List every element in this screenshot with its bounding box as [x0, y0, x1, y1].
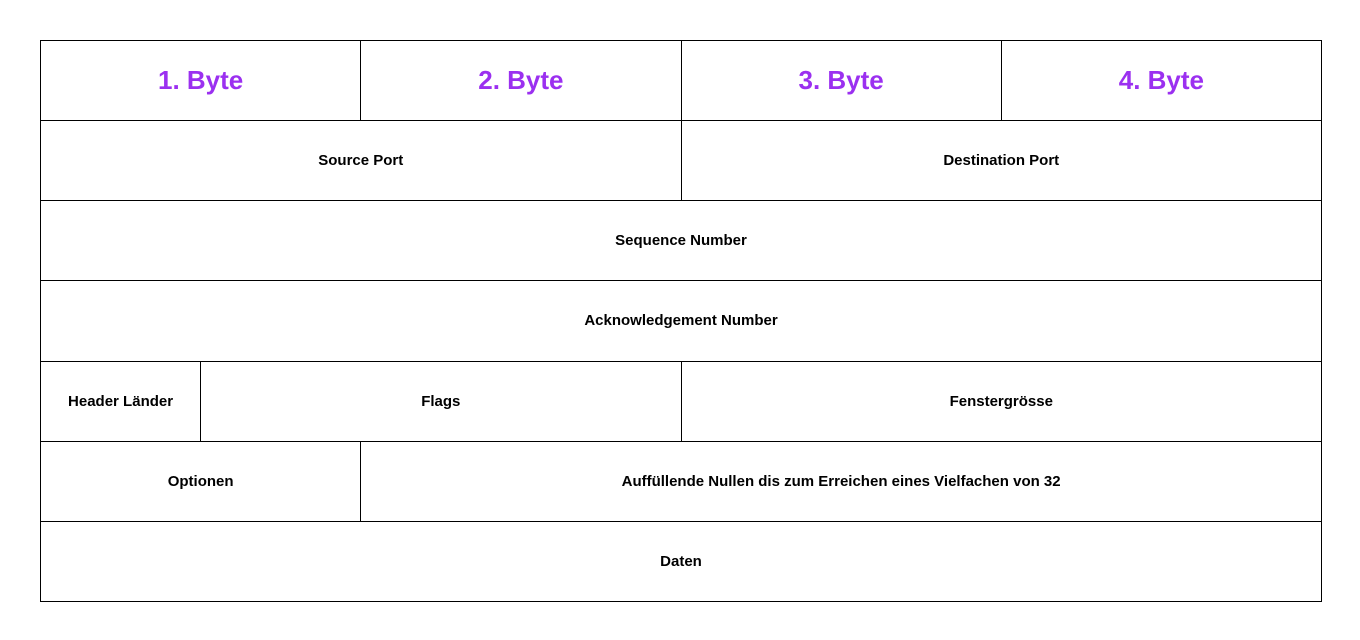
byte-header-1: 1. Byte [40, 40, 361, 121]
byte-header-4: 4. Byte [1000, 40, 1321, 121]
byte-header-3: 3. Byte [680, 40, 1001, 121]
tcp-header-diagram: 1. Byte 2. Byte 3. Byte 4. Byte Source P… [40, 40, 1322, 602]
field-source-port: Source Port [40, 120, 681, 201]
byte-header-2: 2. Byte [360, 40, 681, 121]
field-flags: Flags [200, 360, 681, 441]
field-window-size: Fenstergrösse [680, 360, 1321, 441]
field-sequence-number: Sequence Number [40, 200, 1321, 281]
field-data: Daten [40, 520, 1321, 601]
field-header-length: Header Länder [40, 360, 201, 441]
field-destination-port: Destination Port [680, 120, 1321, 201]
field-padding: Auffüllende Nullen dis zum Erreichen ein… [360, 440, 1321, 521]
field-options: Optionen [40, 440, 361, 521]
field-acknowledgement-number: Acknowledgement Number [40, 280, 1321, 361]
